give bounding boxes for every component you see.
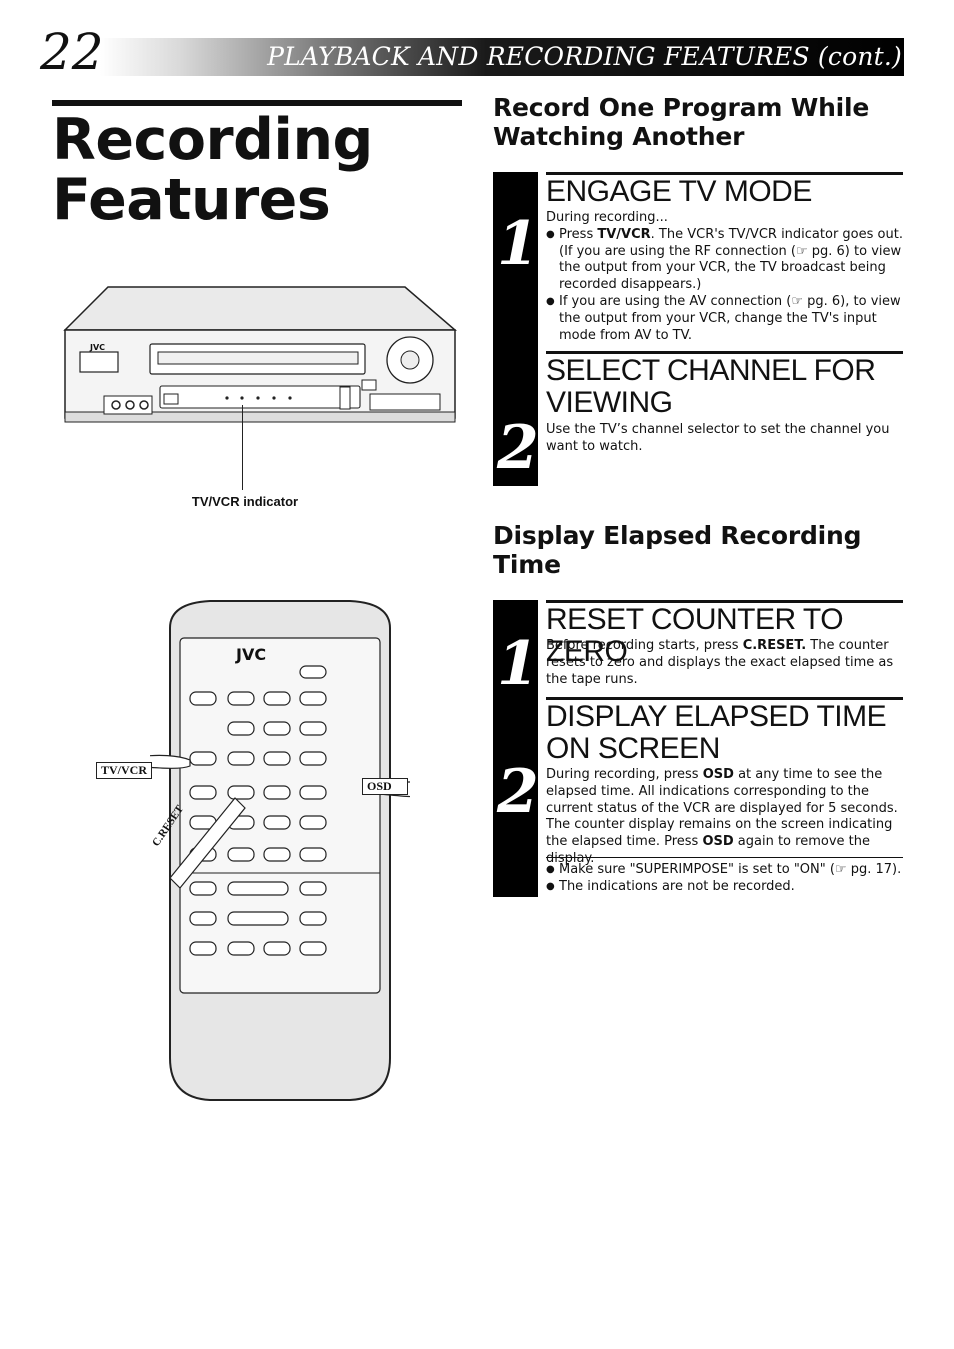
page-title: Recording Features xyxy=(52,107,373,233)
step-rule xyxy=(546,351,903,354)
bullet-item: If you are using the AV connection (☞ pg… xyxy=(546,294,903,344)
notes: Make sure "SUPERIMPOSE" is set to "ON" (… xyxy=(546,862,906,896)
step-body-display-elapsed: During recording, press OSD at any time … xyxy=(546,767,903,868)
note-item: Make sure "SUPERIMPOSE" is set to "ON" (… xyxy=(546,862,906,879)
step-bar-section2: 1 2 xyxy=(493,600,539,897)
remote-control-illustration: JVC xyxy=(150,600,410,1101)
key-name: C.RESET. xyxy=(742,638,807,653)
note-item: The indications are not be recorded. xyxy=(546,879,906,896)
step-number: 1 xyxy=(497,629,539,699)
step-intro: During recording... xyxy=(546,210,668,225)
body-text: During recording, press xyxy=(546,767,703,782)
step-title-reset-counter: RESET COUNTER TO ZERO xyxy=(546,603,844,668)
step-rule xyxy=(546,172,903,175)
key-name: OSD xyxy=(702,834,734,850)
body-text: at any time to see the elapsed time. All… xyxy=(546,767,898,850)
body-text: Before recording starts, press xyxy=(546,638,743,653)
step-rule xyxy=(546,600,903,603)
section-heading-record-one-program: Record One Program While Watching Anothe… xyxy=(493,93,870,151)
remote-callout-osd: OSD xyxy=(362,778,408,795)
key-name: OSD xyxy=(702,767,734,782)
tv-vcr-indicator-label: TV/VCR indicator xyxy=(191,494,299,509)
step-number: 2 xyxy=(497,413,539,483)
remote-callout-tv-vcr: TV/VCR xyxy=(96,762,153,779)
header-title: PLAYBACK AND RECORDING FEATURES (cont.) xyxy=(267,42,902,71)
vcr-illustration: JVC xyxy=(63,286,458,423)
vcr-callout-leader xyxy=(242,405,243,490)
step-body-engage-tv-mode: During recording... Press TV/VCR. The VC… xyxy=(546,210,903,344)
step-bar-section1: 1 2 xyxy=(493,172,539,486)
step-number: 2 xyxy=(497,757,539,827)
key-name: TV/VCR xyxy=(597,226,651,242)
step-title-engage-tv-mode: ENGAGE TV MODE xyxy=(546,175,812,208)
section-heading-display-elapsed-time: Display Elapsed Recording Time xyxy=(493,521,862,579)
step-body-reset-counter: Before recording starts, press C.RESET. … xyxy=(546,638,903,688)
note-rule xyxy=(546,857,903,858)
step-body-select-channel: Use the TV’s channel selector to set the… xyxy=(546,422,890,454)
step-rule xyxy=(546,697,903,700)
remote-logo: JVC xyxy=(235,645,266,664)
bullet-text: Press xyxy=(559,226,598,242)
step-title-display-elapsed: DISPLAY ELAPSED TIME ON SCREEN xyxy=(546,700,887,765)
title-rule xyxy=(52,100,462,106)
step-title-select-channel: SELECT CHANNEL FOR VIEWING xyxy=(546,354,876,419)
step-number: 1 xyxy=(497,209,539,279)
body-text: The counter resets to zero and displays … xyxy=(546,638,894,687)
header-band xyxy=(100,38,904,76)
vcr-logo: JVC xyxy=(89,343,105,352)
bullet-text: . The VCR's TV/VCR indicator goes out. (… xyxy=(559,226,903,293)
bullet-item: Press TV/VCR. The VCR's TV/VCR indicator… xyxy=(546,227,903,294)
page-number: 22 xyxy=(40,23,104,81)
